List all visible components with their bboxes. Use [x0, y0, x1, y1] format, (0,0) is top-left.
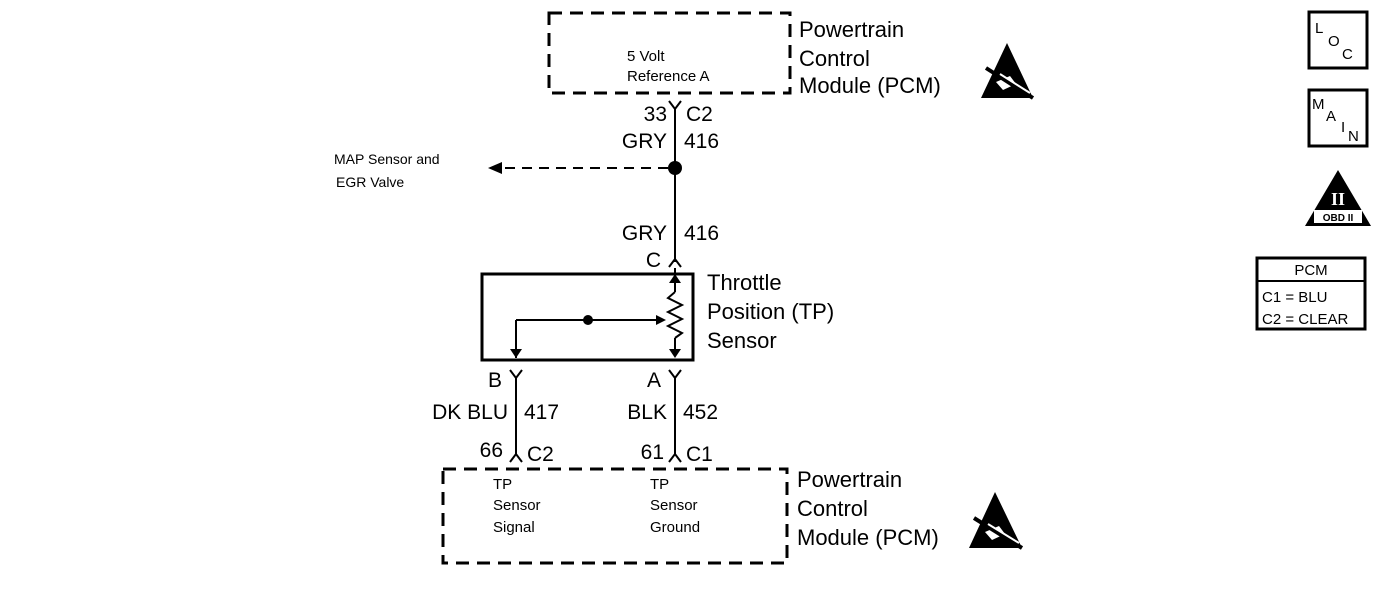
wire-lower-circuit: 416: [684, 222, 719, 245]
wire-signal-pin: 66: [480, 439, 503, 462]
pcm-bottom-ground-line-2: Sensor: [650, 497, 698, 514]
sensor-top-arrow: [669, 274, 681, 283]
pcm-bottom-ground-line-3: Ground: [650, 519, 700, 536]
sensor-name-line-1: Throttle: [707, 270, 782, 295]
sensor-name-line-2: Position (TP): [707, 299, 834, 324]
pcm-connector-legend: PCM C1 = BLU C2 = CLEAR: [1255, 256, 1367, 331]
main-letter-m: M: [1312, 96, 1325, 113]
tp-potentiometer: [515, 268, 685, 358]
pcm-top-title-line-2: Control: [799, 46, 870, 71]
pcm-bottom-signal-line-3: Signal: [493, 519, 535, 536]
wire-signal-circuit: 417: [524, 401, 559, 424]
sensor-terminal-c: C: [646, 249, 661, 272]
obd-label: OBD II: [1323, 213, 1354, 224]
wiper-arrow: [656, 315, 666, 325]
sensor-terminal-b: B: [488, 369, 502, 392]
main-letter-i: I: [1341, 119, 1345, 136]
legend-row-c1: C1 = BLU: [1262, 289, 1327, 306]
pcm-bottom-signal-line-2: Sensor: [493, 497, 541, 514]
legend-row-c2: C2 = CLEAR: [1262, 311, 1348, 328]
wire-signal-connector: C2: [527, 443, 554, 466]
splice-branch-label-2: EGR Valve: [336, 174, 404, 190]
sensor-terminal-a: A: [647, 369, 661, 392]
sensor-name-line-3: Sensor: [707, 328, 777, 353]
sensor-bottom-arrow: [669, 349, 681, 358]
pcm-bottom-signal-line-1: TP: [493, 476, 512, 493]
wiper-pivot: [583, 315, 593, 325]
main-icon: M A I N: [1307, 88, 1369, 148]
top-pin-number: 33: [644, 103, 667, 126]
pcm-top-title-line-1: Powertrain: [799, 17, 904, 42]
wire-signal-color: DK BLU: [432, 401, 508, 424]
main-letter-n: N: [1348, 128, 1359, 145]
wire-ground-pin: 61: [641, 441, 664, 464]
wire-upper-circuit: 416: [684, 130, 719, 153]
pcm-bottom-ground-line-1: TP: [650, 476, 669, 493]
esd-warning-icon: [981, 43, 1035, 100]
obd-numeral: II: [1331, 189, 1345, 209]
loc-letter-c: C: [1342, 46, 1353, 63]
connector-sensor-b: [509, 369, 523, 380]
obd-ii-icon: II OBD II: [1305, 170, 1371, 226]
legend-title: PCM: [1294, 262, 1327, 279]
pcm-top-inner-line-1: 5 Volt: [627, 48, 665, 65]
wire-ground-color: BLK: [627, 401, 667, 424]
splice-branch-arrow: [488, 162, 502, 174]
connector-sensor-c: [668, 257, 682, 268]
esd-warning-icon: [969, 492, 1024, 550]
pcm-bottom-title-line-2: Control: [797, 496, 868, 521]
connector-pcm-ground: [668, 452, 682, 463]
pcm-top-title-line-3: Module (PCM): [799, 73, 941, 98]
splice-dot: [668, 161, 682, 175]
wire-lower-color: GRY: [622, 222, 667, 245]
main-letter-a: A: [1326, 108, 1336, 125]
wire-ground-connector: C1: [686, 443, 713, 466]
connector-sensor-a: [668, 369, 682, 380]
tp-sensor-box: [480, 272, 695, 362]
signal-arrow: [510, 349, 522, 358]
loc-letter-l: L: [1315, 20, 1323, 37]
wire-ground-circuit: 452: [683, 401, 718, 424]
connector-pcm-signal: [509, 452, 523, 463]
pcm-top-inner-line-2: Reference A: [627, 68, 710, 85]
top-connector-label: C2: [686, 103, 713, 126]
pcm-top-box: [547, 11, 792, 95]
pcm-bottom-title-line-3: Module (PCM): [797, 525, 939, 550]
connector-pcm-top: [668, 100, 682, 111]
pcm-bottom-title-line-1: Powertrain: [797, 467, 902, 492]
wire-upper-color: GRY: [622, 130, 667, 153]
loc-icon: L O C: [1307, 10, 1369, 70]
loc-letter-o: O: [1328, 33, 1340, 50]
splice-branch-label-1: MAP Sensor and: [334, 151, 440, 167]
pcm-bottom-box: [441, 467, 789, 565]
